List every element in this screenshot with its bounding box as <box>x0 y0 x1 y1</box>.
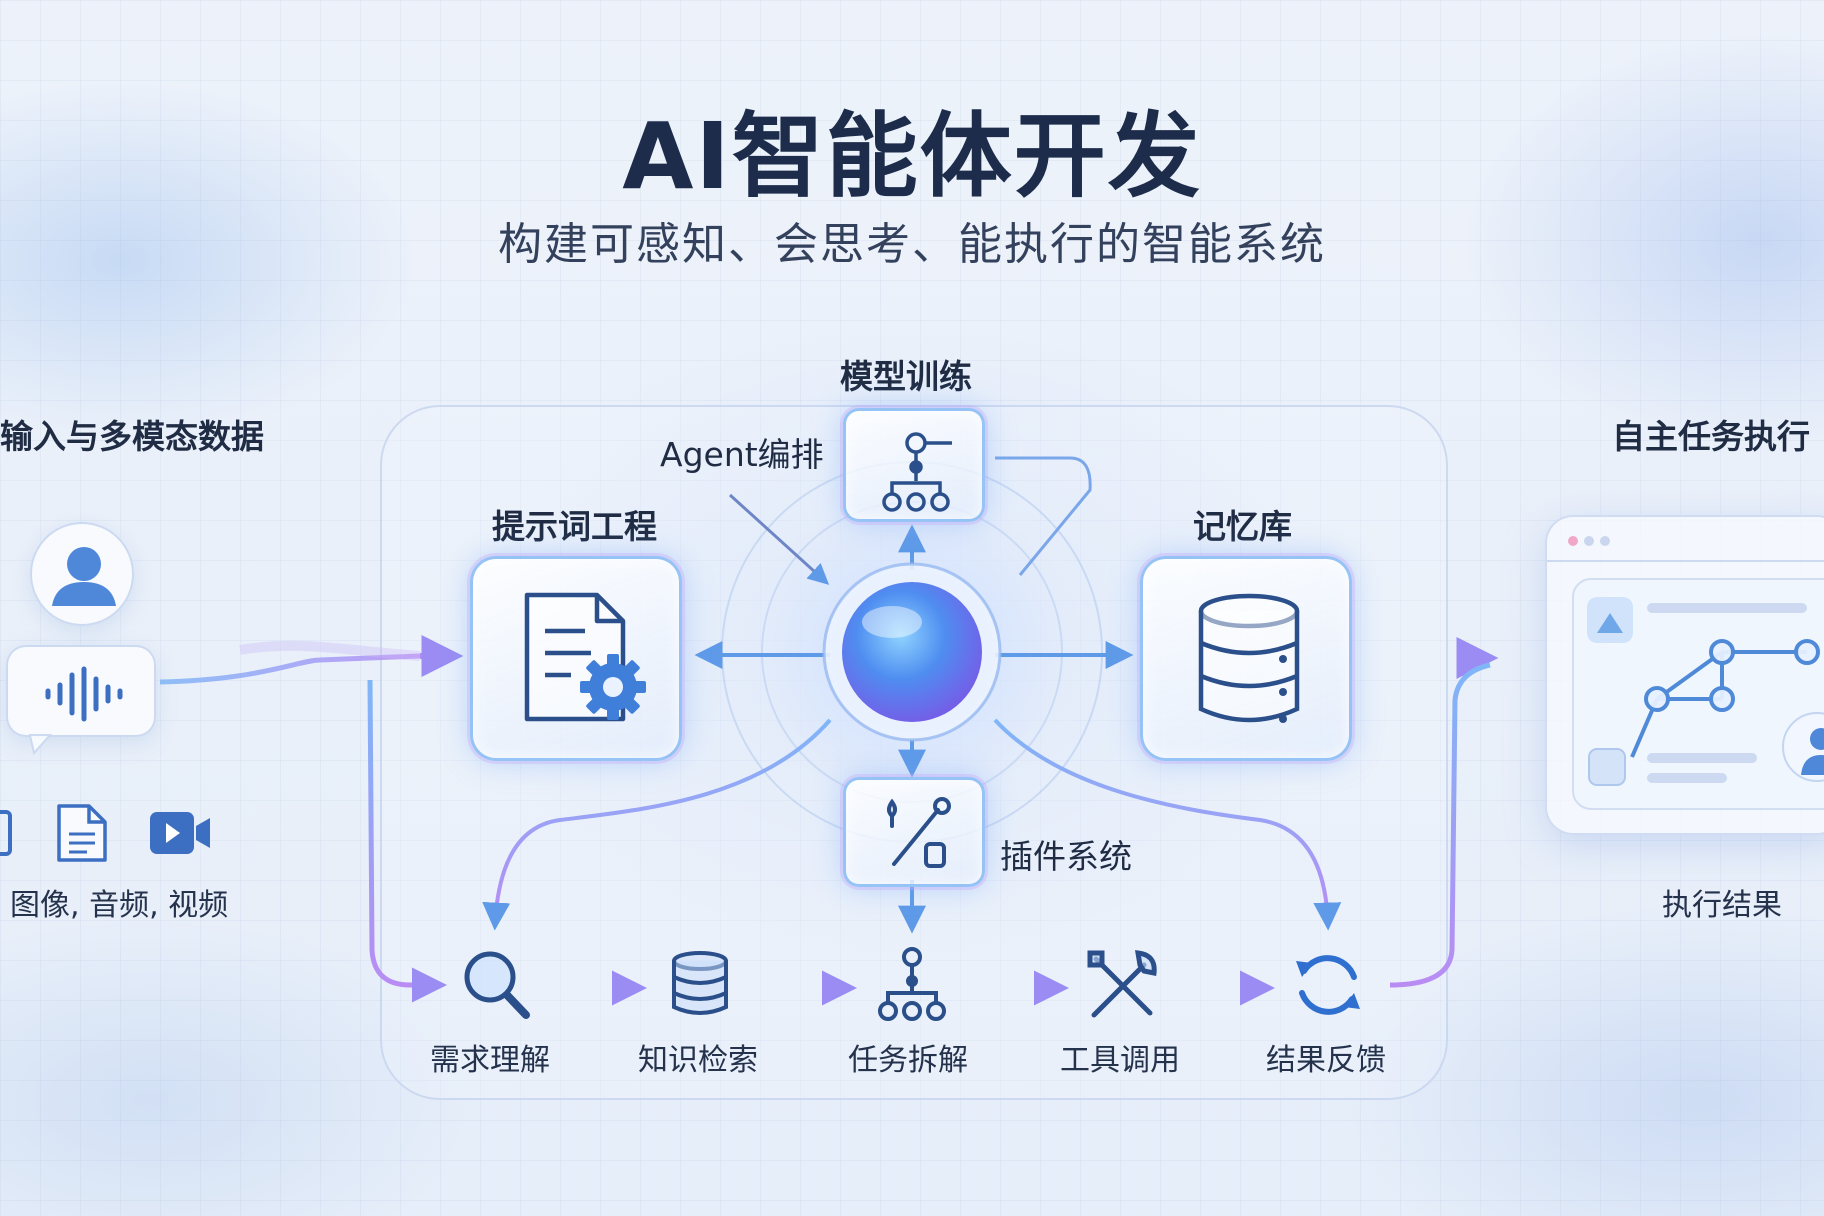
model-training-label: 模型训练 <box>840 357 972 396</box>
pipeline-step-understanding-icon <box>450 945 540 1025</box>
feedback-to-output-line <box>1389 662 1491 988</box>
input-heading: 输入与多模态数据 <box>0 417 264 456</box>
model-training-card[interactable] <box>843 408 985 522</box>
pipeline-step-label: 需求理解 <box>430 1043 550 1078</box>
training-loop-line <box>995 456 1092 576</box>
magnifier-icon <box>464 951 530 1019</box>
execution-heading: 自主任务执行 <box>1612 417 1810 456</box>
input-flow-line <box>159 653 421 685</box>
audio-bubble <box>6 645 156 737</box>
page-subtitle: 构建可感知、会思考、能执行的智能系统 <box>498 219 1326 270</box>
prompt-engineering-card[interactable] <box>470 556 682 761</box>
plugin-tools-icon <box>887 797 951 868</box>
pipeline-step-retrieval-icon <box>660 945 740 1025</box>
result-window-content <box>1547 536 1824 810</box>
page-title: AI智能体开发 <box>622 103 1202 210</box>
memory-card[interactable] <box>1140 556 1352 761</box>
refresh-icon <box>1296 955 1360 1015</box>
database-icon <box>1198 593 1300 723</box>
pipeline-step-feedback-icon <box>1288 945 1368 1025</box>
agent-orchestration-label: Agent编排 <box>660 435 824 474</box>
pipeline-step-tools-icon <box>1082 945 1162 1025</box>
audio-bubble-tail <box>28 734 53 756</box>
document-gear-icon <box>524 592 646 722</box>
memory-label: 记忆库 <box>1193 507 1292 546</box>
pipeline-step-decomposition-icon <box>872 945 952 1025</box>
hierarchy-icon <box>882 432 952 512</box>
user-avatar <box>30 522 134 626</box>
pipeline-step-label: 工具调用 <box>1060 1043 1180 1078</box>
plugin-system-label: 插件系统 <box>1000 837 1132 876</box>
result-window <box>1545 515 1824 835</box>
core-orb <box>842 582 982 722</box>
input-to-pipeline-line <box>367 679 447 1003</box>
input-flow-glow <box>239 640 421 661</box>
pipeline-step-label: 知识检索 <box>638 1043 758 1078</box>
audio-wave-icon <box>45 666 123 722</box>
video-icon <box>150 812 210 854</box>
pipeline-step-label: 任务拆解 <box>848 1043 968 1078</box>
pipeline-step-label: 结果反馈 <box>1266 1043 1386 1078</box>
user-icon <box>52 547 116 606</box>
core-to-feedback-arc <box>993 718 1342 931</box>
prompt-engineering-label: 提示词工程 <box>492 507 657 546</box>
tools-icon <box>1087 950 1157 1018</box>
plugin-system-card[interactable] <box>843 777 985 887</box>
media-caption: 图像, 音频, 视频 <box>10 888 229 923</box>
document-icon <box>57 804 107 862</box>
result-caption: 执行结果 <box>1662 888 1782 923</box>
core-to-understanding-arc <box>482 718 832 931</box>
hierarchy-icon <box>878 947 946 1021</box>
image-icon <box>0 810 12 856</box>
database-icon <box>672 951 728 1015</box>
agent-to-core-arrow <box>728 493 830 585</box>
